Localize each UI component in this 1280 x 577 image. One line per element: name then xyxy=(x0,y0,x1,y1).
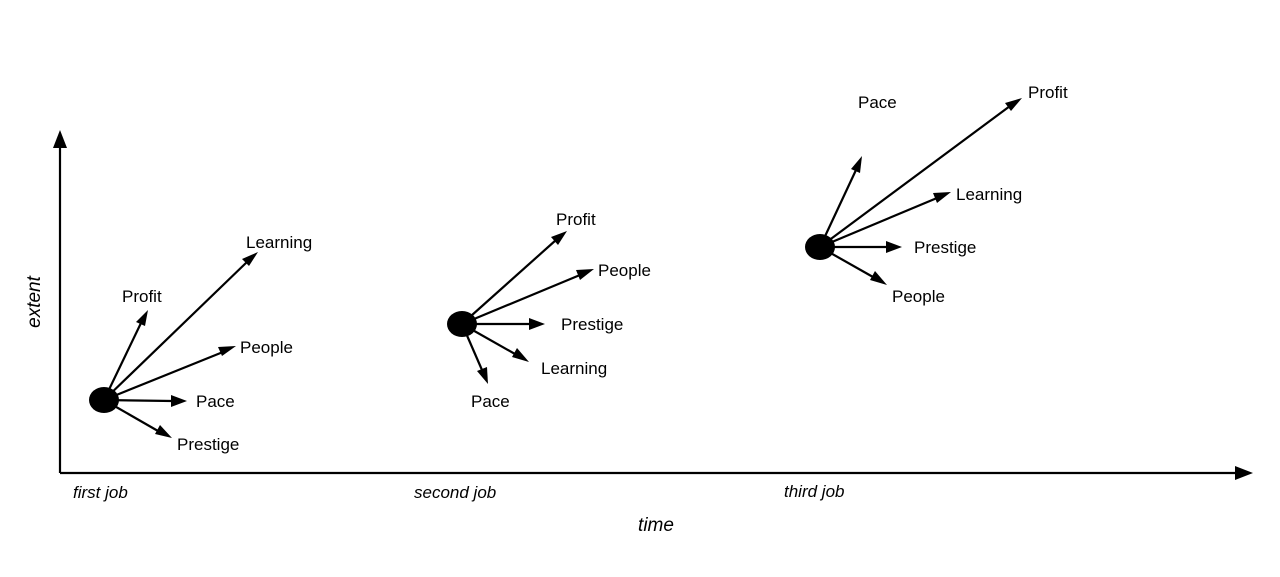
y-axis-arrowhead xyxy=(53,130,67,148)
job-3-vector-profit: Profit xyxy=(819,83,1068,248)
job-2-vector-prestige: Prestige xyxy=(462,315,623,334)
job-2-people-label: People xyxy=(598,261,651,280)
job-3-vector-pace: Pace xyxy=(819,93,897,248)
job-1-vector-learning: Learning xyxy=(103,233,312,401)
job-3-profit-label: Profit xyxy=(1028,83,1068,102)
job-1-people-arrow-shaft xyxy=(103,350,224,402)
x-axis-label: time xyxy=(638,515,674,536)
job-3-learning-label: Learning xyxy=(956,185,1022,204)
job-3-pace-arrow-shaft xyxy=(819,169,857,248)
job-3-label: third job xyxy=(784,482,844,501)
job-1-profit-arrowhead xyxy=(136,310,148,326)
job-1-origin-dot xyxy=(89,387,119,413)
job-2-profit-arrowhead xyxy=(551,231,567,245)
job-2-origin-dot xyxy=(447,311,477,337)
job-3-people-arrowhead xyxy=(870,271,887,285)
job-1-learning-arrow-shaft xyxy=(103,260,249,401)
job-2-pace-label: Pace xyxy=(471,392,510,411)
job-1-learning-arrowhead xyxy=(242,252,258,266)
job-3-group: third job Pace Profit Learning Prestige … xyxy=(784,83,1068,501)
job-2-profit-arrow-shaft xyxy=(461,239,557,325)
job-1-group: first job Profit Learning People Pace Pr… xyxy=(73,233,312,502)
job-1-vector-people: People xyxy=(103,338,293,402)
job-2-vector-profit: Profit xyxy=(461,210,596,325)
job-3-vector-learning: Learning xyxy=(819,185,1022,249)
job-2-learning-label: Learning xyxy=(541,359,607,378)
job-1-vector-profit: Profit xyxy=(103,287,162,401)
job-2-label: second job xyxy=(414,483,496,502)
job-2-vector-people: People xyxy=(461,261,651,326)
job-1-label: first job xyxy=(73,483,128,502)
job-1-prestige-arrowhead xyxy=(155,425,172,438)
job-2-people-arrow-shaft xyxy=(461,273,581,326)
job-2-group: second job Profit People Prestige Learni… xyxy=(414,210,651,502)
x-axis-arrowhead xyxy=(1235,466,1253,480)
job-1-learning-label: Learning xyxy=(246,233,312,252)
job-3-profit-arrow-shaft xyxy=(819,105,1011,248)
y-axis-label: extent xyxy=(24,275,45,327)
job-1-profit-label: Profit xyxy=(122,287,162,306)
job-1-profit-arrow-shaft xyxy=(103,322,142,401)
job-3-pace-arrowhead xyxy=(851,156,862,173)
job-3-origin-dot xyxy=(805,234,835,260)
axes: extent time xyxy=(24,130,1253,536)
job-3-prestige-arrowhead xyxy=(886,241,902,253)
job-1-prestige-label: Prestige xyxy=(177,435,239,454)
job-3-pace-label: Pace xyxy=(858,93,897,112)
job-2-vector-pace: Pace xyxy=(460,323,510,411)
job-1-pace-label: Pace xyxy=(196,392,235,411)
job-1-vector-pace: Pace xyxy=(103,392,235,411)
job-2-pace-arrowhead xyxy=(477,367,488,384)
job-2-people-arrowhead xyxy=(576,269,594,280)
job-3-profit-arrowhead xyxy=(1005,98,1022,111)
job-2-profit-label: Profit xyxy=(556,210,596,229)
job-3-learning-arrowhead xyxy=(933,192,951,203)
job-3-people-label: People xyxy=(892,287,945,306)
job-2-prestige-arrowhead xyxy=(529,318,545,330)
job-3-learning-arrow-shaft xyxy=(819,196,938,249)
job-1-pace-arrowhead xyxy=(171,395,187,407)
job-2-prestige-label: Prestige xyxy=(561,315,623,334)
job-3-vector-prestige: Prestige xyxy=(820,238,976,257)
job-3-prestige-label: Prestige xyxy=(914,238,976,257)
job-1-people-label: People xyxy=(240,338,293,357)
job-1-people-arrowhead xyxy=(218,346,236,356)
job-2-learning-arrowhead xyxy=(512,348,529,362)
